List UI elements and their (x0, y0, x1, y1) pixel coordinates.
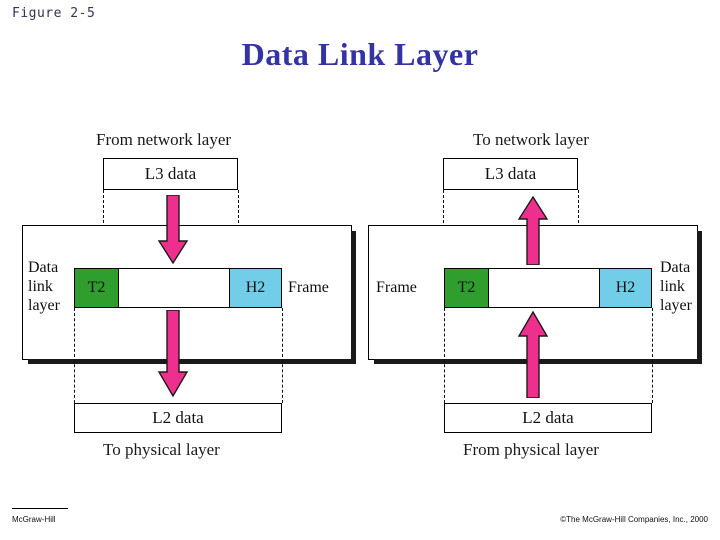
footer-divider (12, 508, 68, 509)
arrow-down-encapsulate-icon (157, 195, 189, 265)
frame-strip: T2 H2 (444, 268, 652, 308)
footer-copyright-label: ©The McGraw-Hill Companies, Inc., 2000 (560, 515, 708, 524)
l3-data-box: L3 data (443, 158, 578, 190)
caption-from-physical-layer: From physical layer (463, 440, 599, 459)
guide-line-lower-right (282, 308, 283, 403)
diagram-receiving-side: To network layer L3 data Frame Data link… (360, 125, 720, 470)
frame-label: Frame (376, 279, 417, 296)
frame-trailer-cell-t2: T2 (75, 269, 119, 307)
l3-data-box: L3 data (103, 158, 238, 190)
arrow-up-from-physical-icon (517, 310, 549, 398)
figure-number-label: Figure 2-5 (12, 6, 96, 21)
caption-to-physical-layer: To physical layer (103, 440, 220, 459)
frame-payload-cell (119, 269, 229, 307)
l2-data-box: L2 data (444, 403, 652, 433)
frame-header-cell-h2: H2 (229, 269, 281, 307)
diagram-sending-side: From network layer L3 data Data link lay… (0, 125, 360, 470)
frame-strip: T2 H2 (74, 268, 282, 308)
guide-line-lower-right (652, 308, 653, 403)
caption-to-network-layer: To network layer (473, 130, 589, 149)
guide-line-lower-left (74, 308, 75, 403)
caption-from-network-layer: From network layer (96, 130, 232, 149)
frame-trailer-cell-t2: T2 (445, 269, 489, 307)
frame-payload-cell (489, 269, 599, 307)
guide-line-lower-left (444, 308, 445, 403)
l2-data-box: L2 data (74, 403, 282, 433)
arrow-down-to-physical-icon (157, 310, 189, 398)
frame-header-cell-h2: H2 (599, 269, 651, 307)
footer-publisher-label: McGraw-Hill (12, 515, 56, 524)
page-title: Data Link Layer (241, 36, 479, 72)
frame-label: Frame (288, 279, 329, 296)
data-link-layer-label: Data link layer (28, 259, 60, 314)
data-link-layer-label: Data link layer (660, 259, 692, 314)
arrow-up-decapsulate-icon (517, 195, 549, 265)
